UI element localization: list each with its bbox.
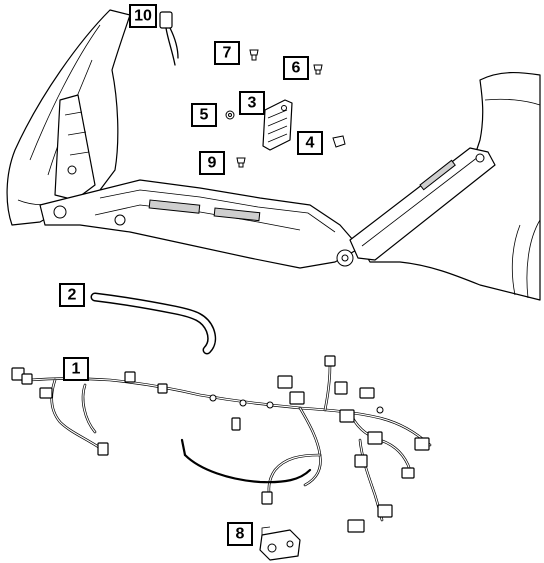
part-2-hose [90,292,217,355]
lower-support [39,179,361,269]
callout-7: 7 [214,41,240,65]
callout-1: 1 [63,357,89,381]
callout-8: 8 [227,522,253,546]
svg-text:6: 6 [292,60,301,77]
svg-text:1: 1 [72,361,81,378]
right-rail [349,147,496,261]
part-10-pigtail [159,11,179,66]
fastener-6 [313,64,323,75]
fastener-5 [225,110,235,120]
callout-4: 4 [297,131,323,155]
svg-text:3: 3 [248,95,257,112]
svg-text:4: 4 [306,135,315,152]
svg-text:8: 8 [236,526,245,543]
part-3-bracket [262,99,293,151]
callout-9: 9 [199,151,225,175]
right-fascia-end [359,72,541,301]
part-8-plate [259,526,301,561]
callout-5: 5 [191,103,217,127]
fastener-7 [249,49,259,61]
callout-2: 2 [59,283,85,307]
svg-text:10: 10 [134,8,152,25]
part-1-wiring-harness [11,355,432,533]
svg-text:7: 7 [223,45,232,62]
svg-text:9: 9 [208,155,217,172]
svg-text:5: 5 [200,107,209,124]
front-fascia [6,9,541,301]
clip-4 [332,135,346,148]
left-bracket [54,94,96,201]
svg-text:2: 2 [68,287,77,304]
callout-6: 6 [283,56,309,80]
callout-3: 3 [239,91,265,115]
callout-10: 10 [129,4,157,28]
fastener-9 [236,157,246,168]
